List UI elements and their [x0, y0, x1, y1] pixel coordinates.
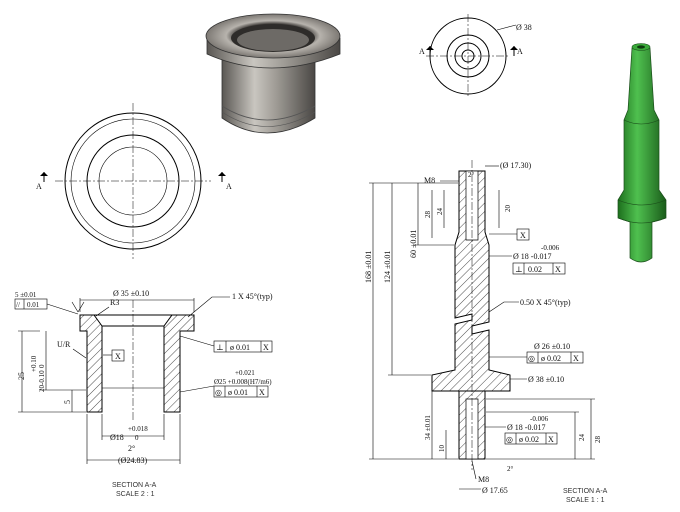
bushing-id-tol-hi: +0.018 [128, 425, 148, 433]
parallelism-frame: // 0.01 [14, 298, 48, 310]
bushing-caption-title: SECTION A-A [112, 482, 157, 489]
bushing-od-bottom: (Ø24.83) [118, 456, 147, 465]
section-cut-label-right: A [226, 182, 232, 191]
shaft-perp-symbol: ⊥ [515, 265, 523, 274]
bushing-id: Ø18 [110, 433, 124, 442]
shaft-d38: Ø 38 ±0.10 [528, 375, 564, 384]
shaft-caption-scale: SCALE 1 : 1 [566, 497, 605, 504]
shaft-top-draft: 2° [468, 171, 475, 179]
shaft-conc2-symbol: ◎ [506, 435, 513, 444]
shaft-conc2-ref: X [548, 435, 554, 444]
shaft-tol-upper: -0.006 [541, 244, 560, 252]
shaft-section-view: (Ø 17.30) 2° M8 28 24 20 X -0.006 Ø 18 -… [364, 160, 608, 504]
bushing-section-view: Ø 35 ±0.10 5 ±0.01 // 0.01 R3 1 X 45°(ty… [14, 289, 273, 498]
shaft-dim-20: 20 [504, 205, 512, 213]
shaft-tol-lower: -0.006 [530, 415, 549, 423]
perpendicularity-frame: ⊥ ø 0.01 X [213, 340, 273, 353]
shaft-dim-28: 28 [424, 211, 432, 219]
shaft-top-view: A A Ø 38 [419, 14, 532, 98]
bushing-height-tol: +0.10 [30, 355, 38, 372]
shaft-dim-124: 124 ±0.01 [383, 251, 392, 283]
bushing-top-view: A A [36, 103, 232, 259]
bushing-flange-height: 5 [63, 400, 72, 404]
shaft-perpendicularity-frame: ⊥ 0.02 X [512, 262, 566, 275]
bushing-datum-label: X [115, 352, 121, 361]
shaft-bottom-thread: M8 [478, 475, 489, 484]
shaft-dim-24b: 24 [578, 434, 586, 442]
bushing-od-top: Ø 35 ±0.10 [113, 289, 149, 298]
shaft-dim-24: 24 [436, 208, 444, 216]
bushing-undercut-note: U/R [57, 340, 71, 349]
shaft-bottom-note: Ø 17.65 [482, 486, 508, 495]
shaft-datum-label: X [520, 231, 526, 240]
concentricity-frame: ◎ ø 0.01 X [213, 385, 269, 398]
concentricity-value: ø 0.01 [228, 388, 248, 397]
bushing-total-height: 25 [17, 372, 26, 380]
shaft-3d-view [617, 43, 667, 263]
shaft-conc-symbol: ◎ [528, 354, 535, 363]
shaft-d18-upper: Ø 18 -0.017 [513, 252, 551, 261]
shaft-d26: Ø 26 ±0.10 [534, 342, 570, 351]
perpendicularity-value: ø 0.01 [230, 343, 250, 352]
top-view-diameter: Ø 38 [516, 23, 532, 32]
concentricity-symbol: ◎ [215, 388, 222, 397]
shaft-dim-60: 60 ±0.01 [409, 230, 418, 258]
bushing-3d-view [205, 13, 341, 134]
bushing-id-tol-lo: 0 [135, 434, 139, 442]
shaft-conc-ref: X [573, 354, 579, 363]
shaft-chamfer-note: 0.50 X 45°(typ) [520, 298, 571, 307]
shaft-bottom-draft: 2° [507, 465, 514, 473]
shaft-concentricity-frame: ◎ ø 0.02 X [526, 351, 584, 364]
section-cut-label-left: A [419, 47, 425, 56]
bushing-chamfer-note: 1 X 45°(typ) [232, 292, 273, 301]
shaft-dim-34: 34 ±0.01 [424, 415, 432, 440]
shaft-perp-ref: X [555, 265, 561, 274]
parallelism-value: 0.01 [27, 301, 40, 309]
perpendicularity-symbol: ⊥ [216, 343, 224, 352]
perpendicularity-ref: X [263, 343, 269, 352]
section-cut-label-right: A [517, 47, 523, 56]
bushing-flatness-dim: 5 ±0.01 [15, 291, 37, 299]
shaft-dim-28b: 28 [594, 436, 602, 444]
shaft-conc2-value: ø 0.02 [519, 435, 539, 444]
bushing-bore-tol: +0.021 [235, 369, 255, 377]
shaft-caption-title: SECTION A-A [563, 488, 608, 495]
shaft-perp-value: 0.02 [528, 265, 542, 274]
shaft-top-note: (Ø 17.30) [500, 161, 531, 170]
bushing-body-height: 20 [38, 385, 46, 393]
parallelism-symbol: // [16, 301, 20, 309]
shaft-dim-10: 10 [438, 445, 446, 453]
shaft-top-thread: M8 [424, 176, 435, 185]
shaft-d18-lower: Ø 18 -0.017 [507, 423, 545, 432]
shaft-total-length: 168 ±0.01 [364, 251, 373, 283]
bushing-radius: R3 [110, 298, 119, 307]
concentricity-ref: X [259, 388, 265, 397]
section-cut-label-left: A [36, 182, 42, 191]
shaft-concentricity-frame-2: ◎ ø 0.02 X [504, 432, 558, 445]
bushing-draft: 2° [128, 444, 135, 453]
bushing-height-0: 0 [38, 364, 46, 368]
shaft-conc-value: ø 0.02 [541, 354, 561, 363]
bushing-bore: Ø25 +0.008(H7/m6) [214, 378, 272, 386]
bushing-caption-scale: SCALE 2 : 1 [116, 491, 155, 498]
bushing-height-tol-lo: -0.10 [38, 370, 46, 385]
